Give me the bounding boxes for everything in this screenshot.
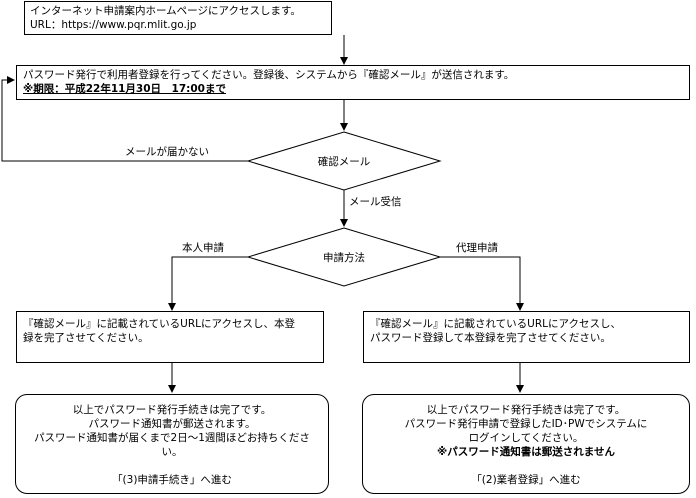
self-complete-line1: 以上でパスワード発行手続きは完了です。 [72,404,272,416]
self-complete-next-step: 「(3)申請手続き」へ進む [112,474,232,486]
arrow-self-branch [168,256,248,311]
agent-complete-box: 以上でパスワード発行手続きは完了です。 パスワード発行申請で登録したID･PWで… [362,394,690,494]
arrow-no-mail-loop [1,76,248,162]
step1-text: インターネット申請案内ホームページにアクセスします。 [30,5,301,17]
agent-complete-notice: ※パスワード通知書は郵送されません [437,446,615,458]
self-complete-line3: パスワード通知書が届くまで2日～1週間ほどお持ちくださ [34,432,310,444]
step2-box: パスワード発行で利用者登録を行ってください。登録後、システムから『確認メール』が… [16,65,690,100]
self-complete-line4: い。 [161,446,183,458]
edge-mail-received-label: メール受信 [349,196,402,208]
self-complete-spacer [20,459,324,473]
agent-complete-line3: ログインしてください。 [468,432,584,444]
self-registration-line1: 『確認メール』に記載されているURLにアクセスし、本登 [23,318,295,330]
self-registration-box: 『確認メール』に記載されているURLにアクセスし、本登 録を完了させてください。 [16,311,324,363]
self-registration-line2: 録を完了させてください。 [23,332,149,344]
agent-registration-line2: パスワード登録して本登録を完了させてください。 [370,332,611,344]
edge-self-label: 本人申請 [182,242,224,254]
step1-url: URL：https://www.pqr.mlit.go.jp [30,19,197,31]
decision1-label: 確認メール [317,156,371,168]
edge-agent-label: 代理申請 [456,242,498,254]
arrow-agent-branch [440,256,524,311]
agent-complete-line2: パスワード発行申請で登録したID･PWでシステムに [404,418,648,430]
agent-registration-line1: 『確認メール』に記載されているURLにアクセスし、 [370,318,621,330]
agent-registration-box: 『確認メール』に記載されているURLにアクセスし、 パスワード登録して本登録を完… [363,311,690,363]
step1-box: インターネット申請案内ホームページにアクセスします。 URL：https://w… [24,1,332,35]
agent-complete-next-step: 「(2)業者登録」へ進む [471,474,581,486]
decision2-label: 申請方法 [323,252,365,264]
step2-text: パスワード発行で利用者登録を行ってください。登録後、システムから『確認メール』が… [23,69,515,81]
agent-complete-line1: 以上でパスワード発行手続きは完了です。 [426,404,626,416]
step2-deadline: ※期限：平成22年11月30日 17:00まで [23,83,226,95]
decision2-diamond [246,227,442,287]
agent-complete-spacer [367,459,685,473]
edge-no-mail-label: メールが届かない [125,146,209,158]
self-complete-line2: パスワード通知書が郵送されます。 [88,418,256,430]
self-complete-box: 以上でパスワード発行手続きは完了です。 パスワード通知書が郵送されます。 パスワ… [15,394,329,494]
